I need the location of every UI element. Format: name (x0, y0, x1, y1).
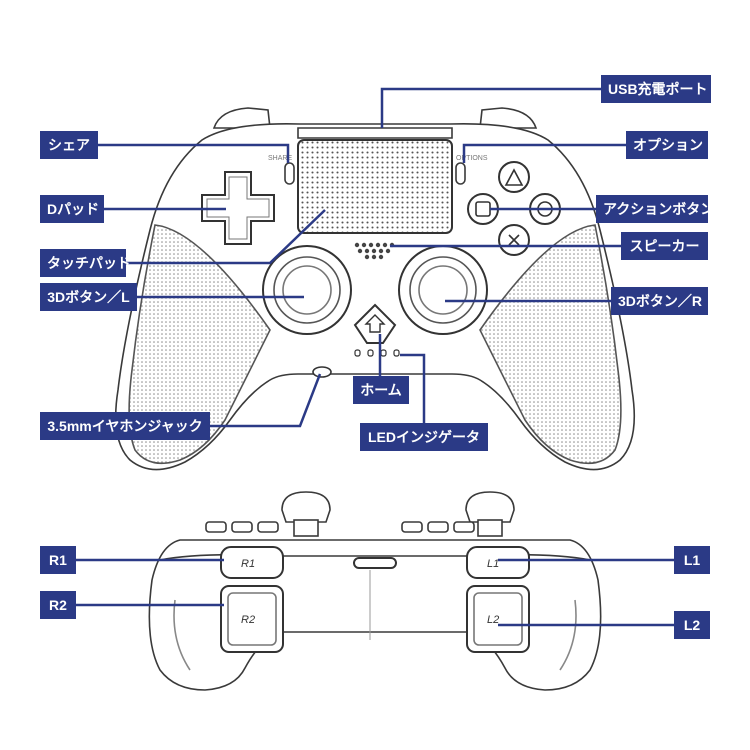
leader-lines (76, 87, 674, 627)
label-stick-r: 3Dボタン／R (611, 287, 708, 315)
l1-engraving: L1 (487, 558, 499, 570)
l2-button-shape (466, 585, 530, 653)
right-grip-texture (479, 224, 622, 465)
share-button-shape (284, 162, 295, 185)
label-share: シェア (40, 131, 98, 159)
r2-engraving: R2 (241, 614, 255, 626)
label-touchpad: タッチパッド (40, 249, 131, 277)
r1-button-shape (220, 546, 284, 579)
left-bumper-top (212, 107, 271, 129)
right-bumper-top (479, 107, 538, 129)
label-led-indicator: LEDインジゲータ (360, 423, 488, 451)
home-button-shape (353, 303, 397, 344)
label-l2: L2 (674, 611, 710, 639)
label-dpad: Dパッド (40, 195, 104, 223)
label-options: オプション (626, 131, 708, 159)
label-r2: R2 (40, 591, 76, 619)
label-action-buttons: アクションボタン (596, 195, 714, 223)
left-grip-texture (128, 224, 271, 465)
speaker-grille (354, 242, 395, 260)
touchpad-shape (297, 139, 453, 234)
l2-engraving: L2 (487, 614, 499, 626)
label-headphone-jack: 3.5mmイヤホンジャック (40, 412, 210, 440)
headphone-jack-shape (312, 366, 332, 378)
left-stick-shape (262, 245, 352, 335)
r2-button-shape (220, 585, 284, 653)
controller-back-view (148, 491, 602, 691)
label-home: ホーム (353, 376, 409, 404)
l1-button-shape (466, 546, 530, 579)
led-dots (354, 349, 400, 357)
label-usb-charging-port: USB充電ポート (601, 75, 711, 103)
options-button-shape (455, 162, 466, 185)
face-buttons (467, 161, 561, 256)
label-l1: L1 (674, 546, 710, 574)
label-r1: R1 (40, 546, 76, 574)
right-stick-shape (398, 245, 488, 335)
label-speaker: スピーカー (621, 232, 708, 260)
usb-port-shape (353, 557, 397, 569)
dpad-shape (201, 171, 275, 245)
r1-engraving: R1 (241, 558, 255, 570)
label-stick-l: 3Dボタン／L (40, 283, 137, 311)
share-engraving: SHARE (268, 155, 292, 162)
options-engraving: OPTIONS (456, 155, 488, 162)
